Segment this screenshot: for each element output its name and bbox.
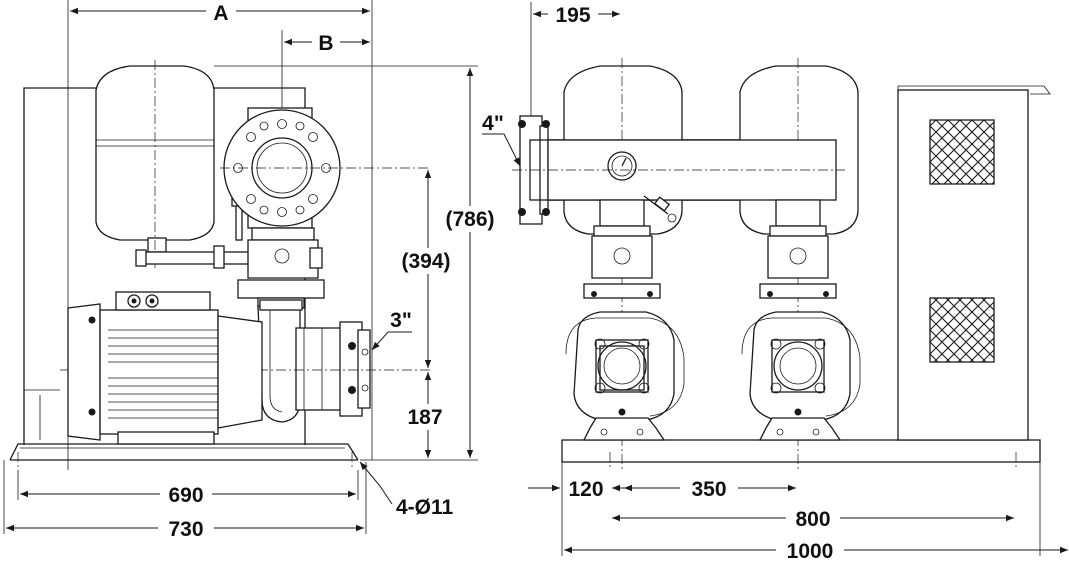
dim-187-label: 187 (407, 406, 442, 429)
base-plate-side (9, 443, 359, 470)
pump-head-side (237, 227, 325, 309)
discharge-flange-side (220, 107, 430, 229)
drain-valve (643, 195, 677, 223)
holes-label: 4-Ø11 (396, 496, 454, 519)
front-view (512, 58, 1051, 470)
dim-120-label: 120 (568, 478, 603, 501)
front-view-dimensions: 195 4" 120 350 800 1000 (482, 2, 1068, 564)
dim-195-label: 195 (555, 4, 590, 27)
control-cabinet (897, 85, 1051, 441)
dim-800-label: 800 (795, 508, 830, 531)
dim-1000-label: 1000 (787, 540, 834, 563)
pipe-4in-label: 4" (482, 112, 504, 135)
centrifugal-pump-icon (565, 199, 685, 441)
side-view (9, 60, 430, 470)
side-view-dimensions: A B (786) (394) 187 3" 690 730 (3, 0, 500, 541)
centrifugal-pump-icon (741, 199, 861, 441)
crosshatch-vent-icon (929, 297, 995, 363)
pipe-3in-label: 3" (390, 309, 412, 332)
electric-motor-icon (67, 291, 263, 445)
dim-690-label: 690 (168, 484, 203, 507)
base-plate-front (561, 439, 1041, 470)
pressure-tank-icon (95, 60, 215, 268)
dim-786-label: (786) (445, 208, 494, 231)
dim-a-label: A (213, 2, 228, 25)
motor-fins (108, 329, 218, 419)
dim-350-label: 350 (691, 478, 726, 501)
dim-394-label: (394) (401, 250, 450, 273)
dim-b-label: B (318, 32, 333, 55)
dim-730-label: 730 (168, 518, 203, 541)
crosshatch-vent-icon (929, 119, 995, 185)
